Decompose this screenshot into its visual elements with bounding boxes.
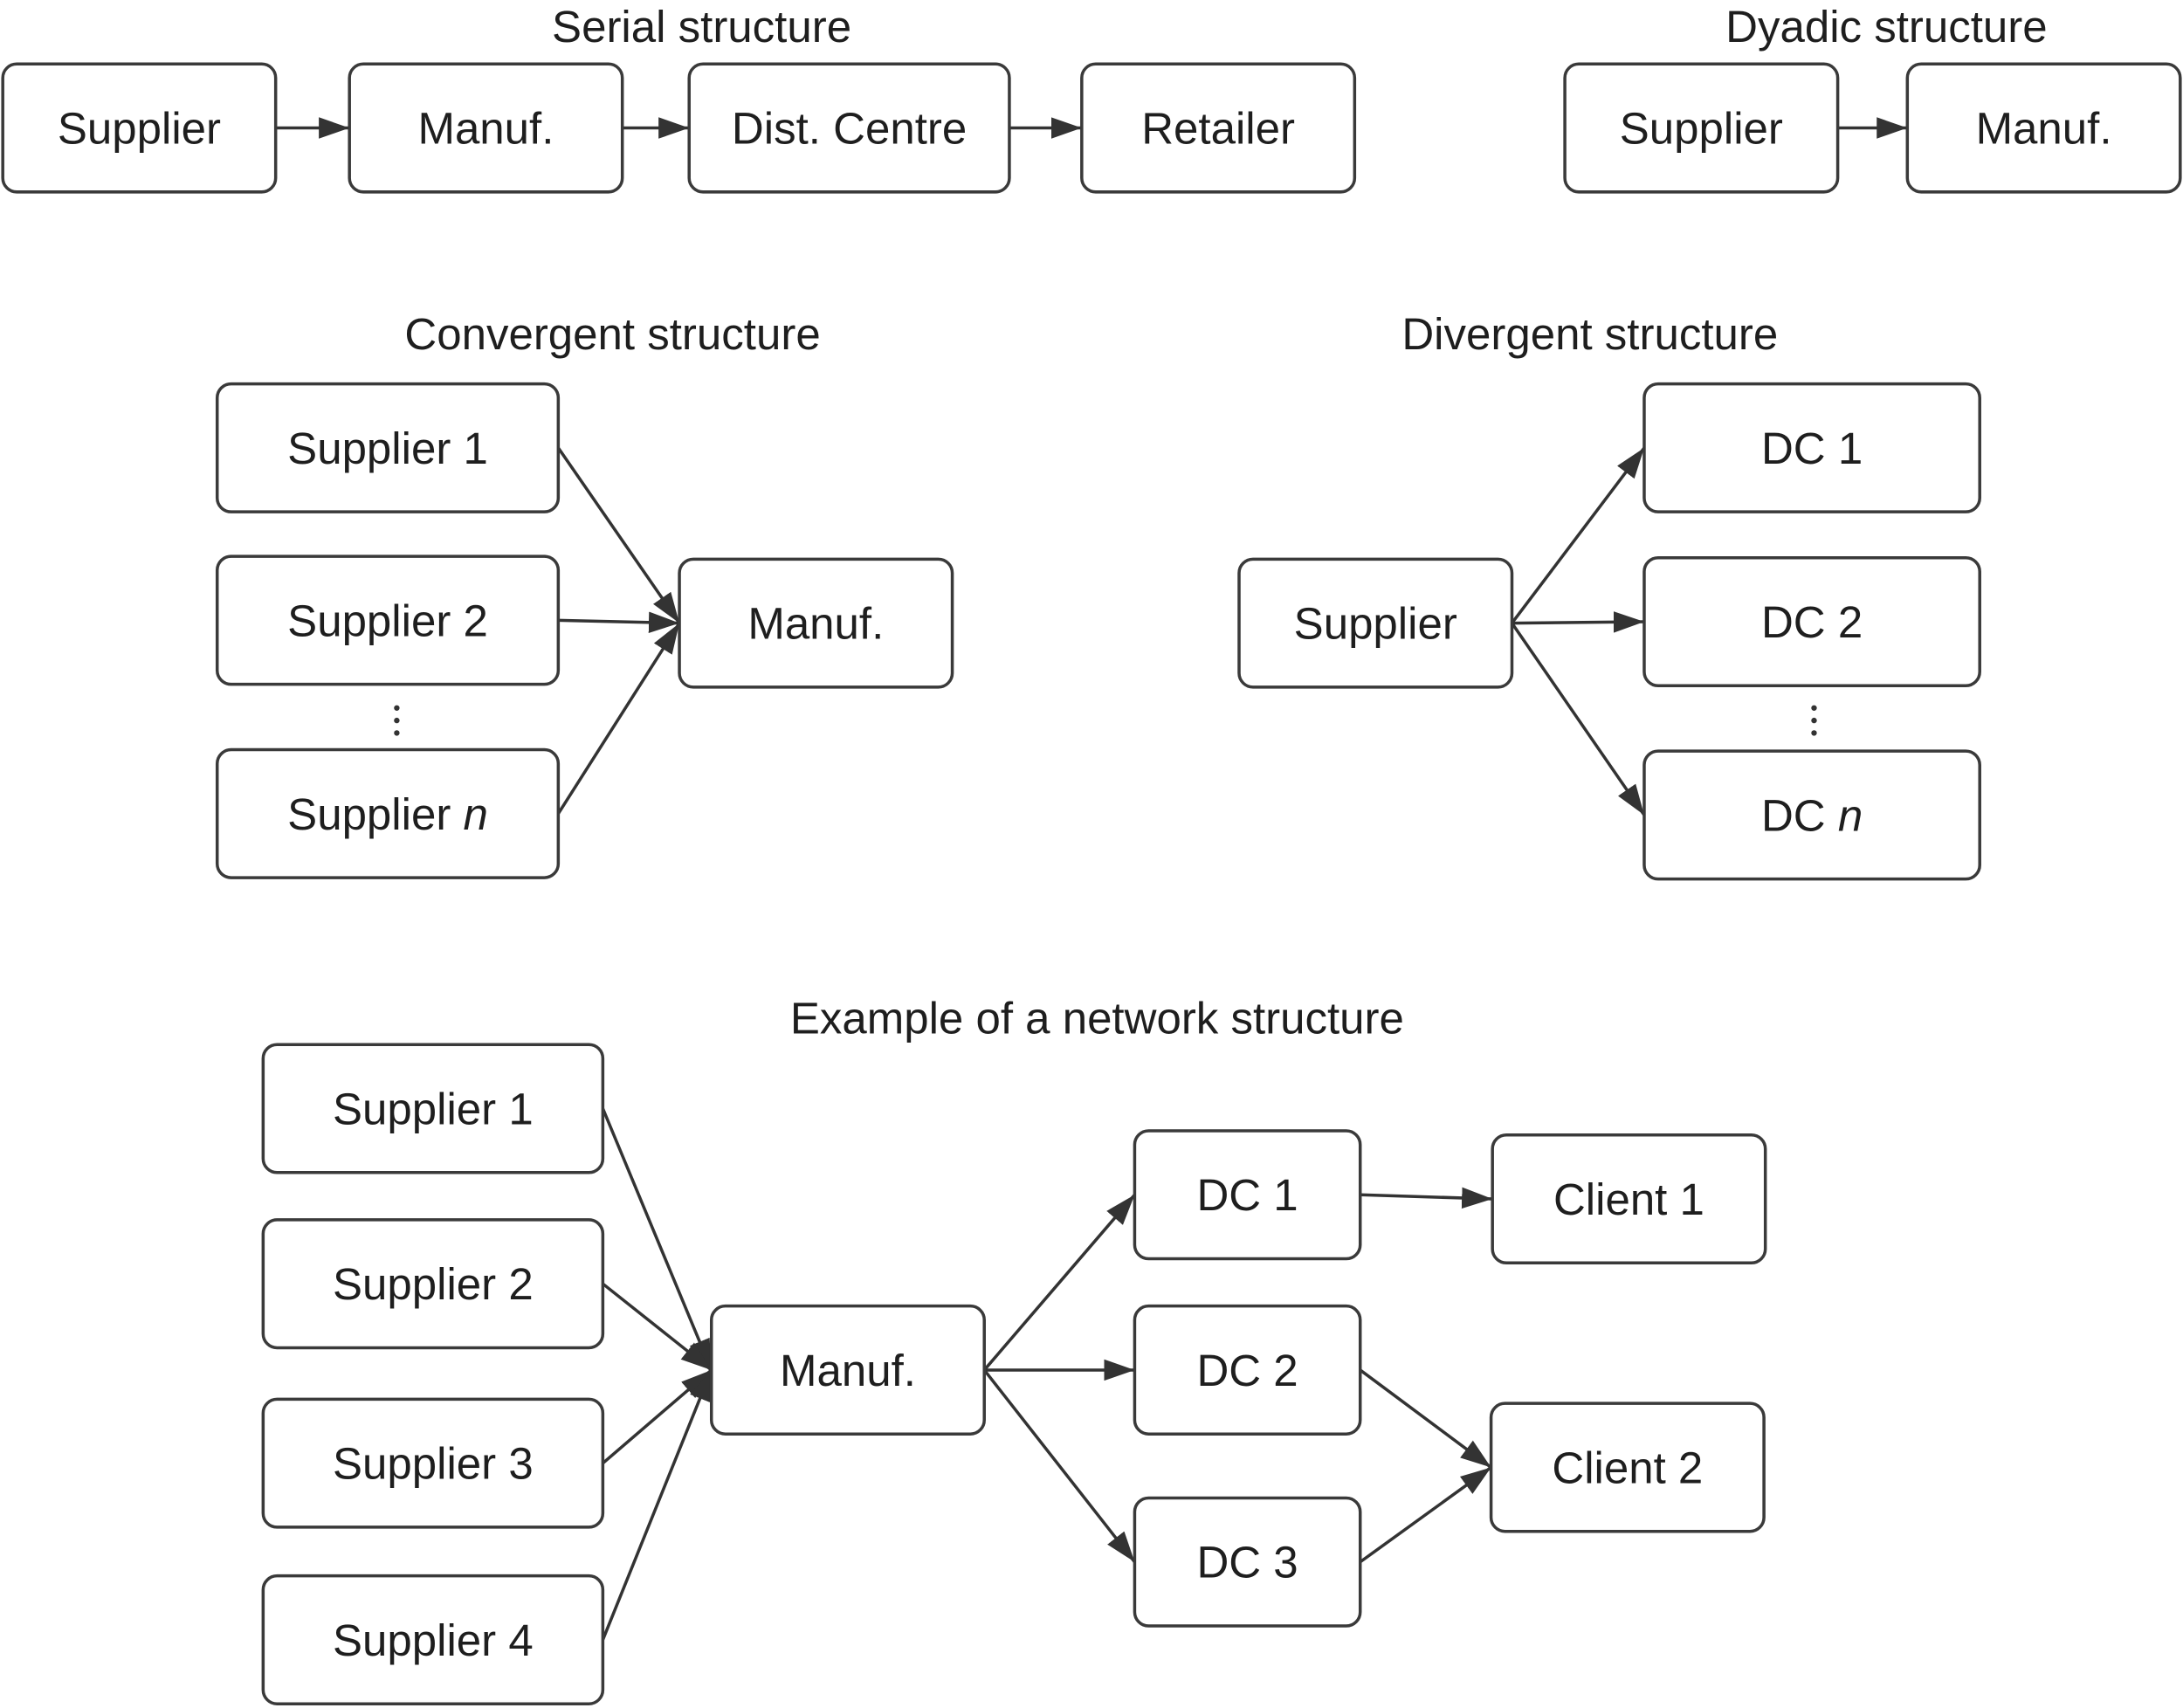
edge-arrow-div-supplier-to-div-dc2 bbox=[1512, 611, 1644, 633]
node-label: Dist. Centre bbox=[732, 103, 967, 153]
edge-arrow-conv-supplier2-to-conv-manuf bbox=[558, 611, 680, 634]
convergent-structure-title: Convergent structure bbox=[404, 309, 820, 359]
node-label: Supplier 3 bbox=[333, 1438, 534, 1488]
node-network-manuf[interactable]: Manuf. bbox=[709, 1304, 986, 1436]
node-label: DC 1 bbox=[1196, 1170, 1298, 1220]
node-label: Manuf. bbox=[780, 1345, 916, 1395]
node-convergent-supplier-n[interactable]: Supplier n bbox=[215, 747, 561, 879]
node-label: Client 2 bbox=[1552, 1443, 1703, 1492]
node-convergent-manuf[interactable]: Manuf. bbox=[678, 557, 954, 689]
edge-arrow-div-supplier-to-div-dc1 bbox=[1511, 446, 1646, 624]
network-structure-title: Example of a network structure bbox=[790, 993, 1404, 1043]
node-label: Supplier 4 bbox=[333, 1615, 534, 1664]
edge-arrow-div-supplier-to-div-dcn bbox=[1511, 622, 1646, 816]
node-serial-retailer[interactable]: Retailer bbox=[1080, 62, 1357, 194]
node-dyadic-manuf[interactable]: Manuf. bbox=[1905, 62, 2182, 194]
node-label: DC 2 bbox=[1196, 1345, 1298, 1395]
node-label: DC 3 bbox=[1196, 1537, 1298, 1587]
serial-structure-title: Serial structure bbox=[552, 2, 851, 52]
convergent-ellipsis-icon bbox=[394, 705, 400, 736]
edge-arrow-net-supplier1-to-net-manuf bbox=[601, 1107, 713, 1371]
edge-arrow-net-manuf-to-net-dc3 bbox=[982, 1368, 1136, 1563]
nodes-layer: Supplier Manuf. Dist. Centre Retailer Su… bbox=[1, 62, 2182, 1705]
divergent-ellipsis-icon bbox=[1811, 705, 1817, 736]
edge-arrow-conv-supplier1-to-conv-manuf bbox=[556, 446, 681, 624]
node-label: Supplier 1 bbox=[287, 423, 488, 472]
edges-layer bbox=[275, 117, 1908, 1641]
node-dyadic-supplier[interactable]: Supplier bbox=[1563, 62, 1840, 194]
node-divergent-dc-2[interactable]: DC 2 bbox=[1642, 555, 1981, 688]
node-label: Supplier 1 bbox=[333, 1084, 534, 1133]
edge-arrow-conv-suppliern-to-conv-manuf bbox=[556, 622, 681, 815]
node-divergent-dc-1[interactable]: DC 1 bbox=[1642, 382, 1981, 513]
node-divergent-supplier[interactable]: Supplier bbox=[1237, 557, 1514, 689]
edge-arrow-net-dc2-to-net-client2 bbox=[1359, 1368, 1492, 1469]
node-network-dc-2[interactable]: DC 2 bbox=[1133, 1304, 1362, 1436]
node-label: Client 1 bbox=[1553, 1174, 1704, 1224]
divergent-structure-title: Divergent structure bbox=[1401, 309, 1778, 359]
node-network-supplier-3[interactable]: Supplier 3 bbox=[261, 1397, 605, 1529]
node-label: Supplier bbox=[58, 103, 221, 153]
node-serial-dist-centre[interactable]: Dist. Centre bbox=[687, 62, 1011, 194]
edge-arrow-net-supplier3-to-net-manuf bbox=[602, 1368, 713, 1464]
node-network-dc-3[interactable]: DC 3 bbox=[1133, 1496, 1362, 1628]
node-serial-manuf[interactable]: Manuf. bbox=[348, 62, 624, 194]
node-label: Supplier 2 bbox=[287, 596, 488, 645]
node-serial-supplier[interactable]: Supplier bbox=[1, 62, 278, 194]
node-label: Supplier bbox=[1620, 103, 1783, 153]
node-label: Manuf. bbox=[747, 598, 884, 648]
node-label: DC 2 bbox=[1761, 597, 1863, 647]
node-network-supplier-2[interactable]: Supplier 2 bbox=[261, 1218, 605, 1350]
node-convergent-supplier-1[interactable]: Supplier 1 bbox=[215, 382, 561, 513]
node-network-client-2[interactable]: Client 2 bbox=[1489, 1402, 1766, 1533]
node-convergent-supplier-2[interactable]: Supplier 2 bbox=[215, 554, 561, 686]
node-label: Manuf. bbox=[1976, 103, 2112, 153]
node-label: Supplier n bbox=[287, 789, 488, 838]
dyadic-structure-title: Dyadic structure bbox=[1725, 2, 2048, 52]
edge-arrow-net-dc1-to-net-client1 bbox=[1360, 1187, 1493, 1209]
node-label: DC 1 bbox=[1761, 423, 1863, 472]
node-label: Manuf. bbox=[417, 103, 554, 153]
edge-arrow-net-supplier4-to-net-manuf bbox=[601, 1369, 713, 1641]
node-network-client-1[interactable]: Client 1 bbox=[1491, 1133, 1767, 1265]
edge-arrow-net-dc3-to-net-client2 bbox=[1359, 1466, 1492, 1564]
node-label: Supplier bbox=[1294, 598, 1457, 648]
edge-arrow-net-manuf-to-net-dc1 bbox=[982, 1194, 1136, 1372]
node-label: DC n bbox=[1761, 790, 1863, 840]
node-label: Supplier 2 bbox=[333, 1259, 534, 1309]
node-network-supplier-4[interactable]: Supplier 4 bbox=[261, 1574, 605, 1705]
node-divergent-dc-n[interactable]: DC n bbox=[1642, 749, 1981, 881]
edge-arrow-net-supplier2-to-net-manuf bbox=[602, 1282, 713, 1372]
node-label: Retailer bbox=[1141, 103, 1295, 153]
node-network-supplier-1[interactable]: Supplier 1 bbox=[261, 1043, 605, 1174]
node-network-dc-1[interactable]: DC 1 bbox=[1133, 1129, 1362, 1261]
